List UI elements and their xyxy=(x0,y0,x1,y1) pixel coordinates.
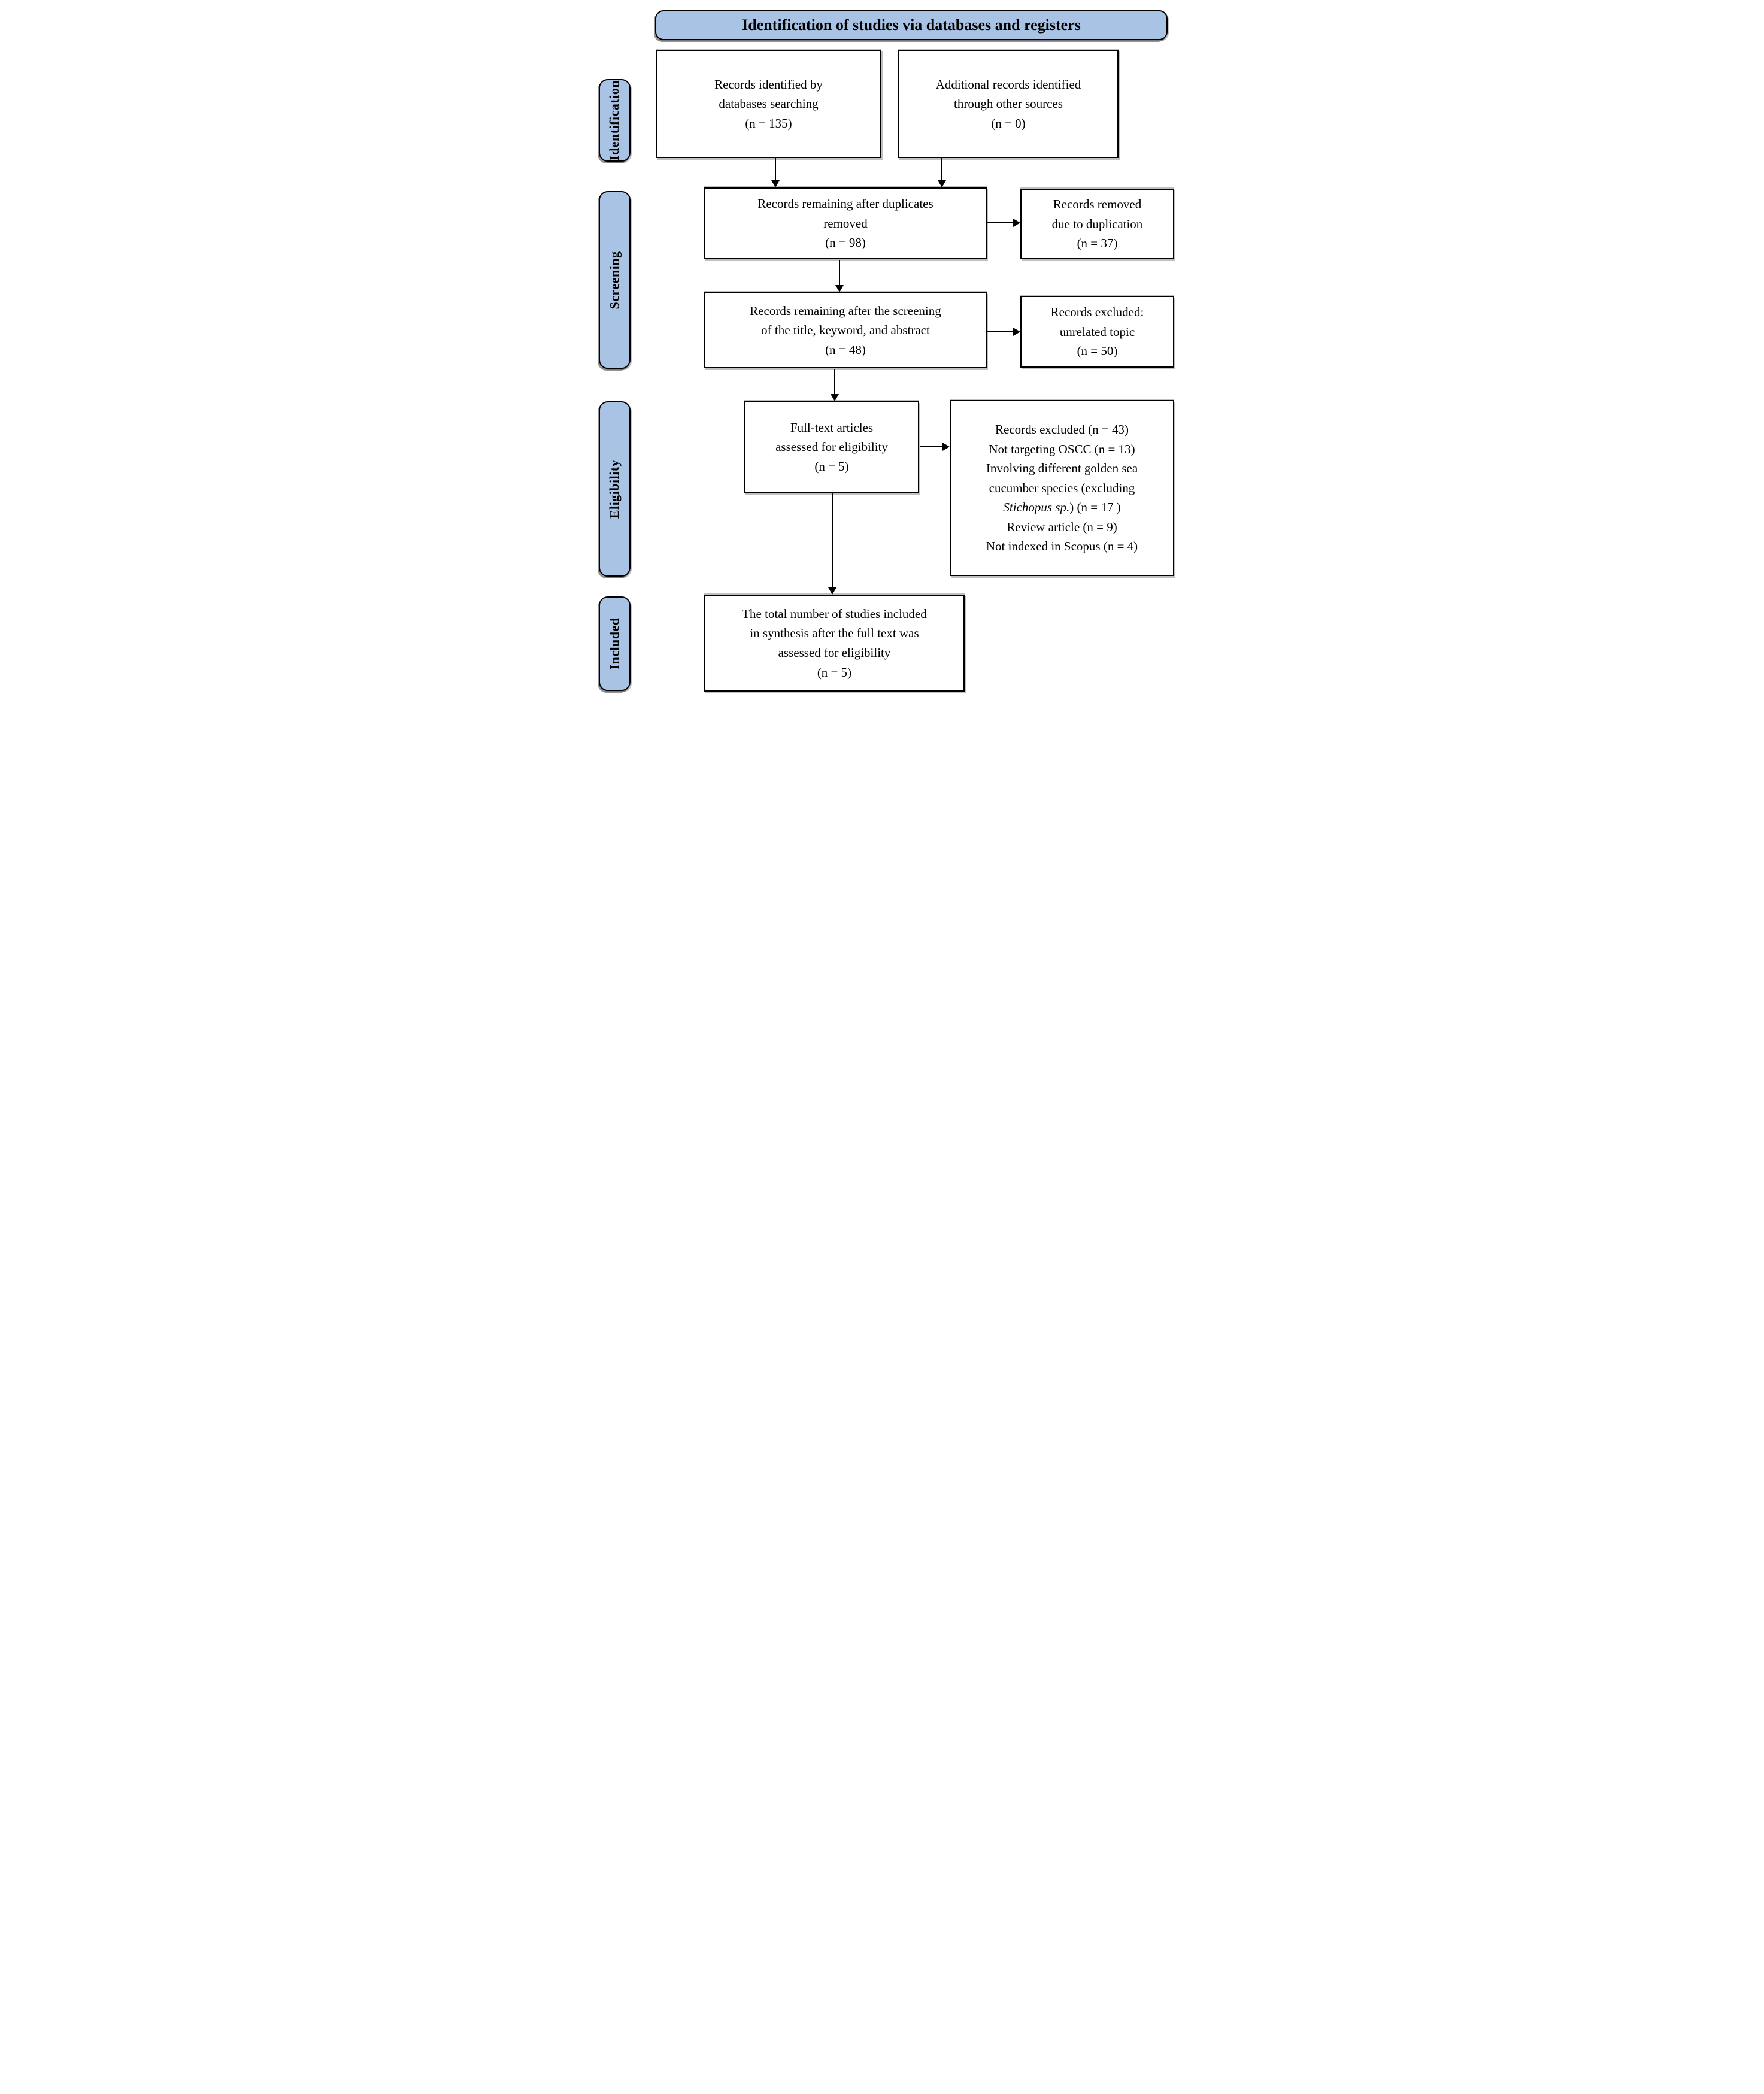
box-additional-records: Additional records identified through ot… xyxy=(898,50,1119,158)
box-removed-duplication: Records removed due to duplication (n = … xyxy=(1020,189,1174,259)
stage-label-eligibility: Eligibility xyxy=(599,401,631,577)
box-excluded-unrelated: Records excluded: unrelated topic (n = 5… xyxy=(1020,296,1174,368)
arrow-additional-to-duplicates-head-icon xyxy=(938,180,946,187)
stage-label-identification: Identification xyxy=(599,79,631,162)
header-title: Identification of studies via databases … xyxy=(742,16,1081,34)
box-records-identified: Records identified by databases searchin… xyxy=(656,50,881,158)
stage-label-identification-text: Identification xyxy=(607,80,622,161)
arrow-records-to-duplicates-head-icon xyxy=(771,180,780,187)
arrow-screening-to-fulltext-head-icon xyxy=(831,394,839,401)
arrow-additional-to-duplicates-line xyxy=(941,158,942,181)
stage-label-included-text: Included xyxy=(607,617,622,670)
stage-label-included: Included xyxy=(599,596,631,691)
stage-label-screening-text: Screening xyxy=(607,251,622,309)
arrow-records-to-duplicates-line xyxy=(775,158,776,181)
stage-label-screening: Screening xyxy=(599,191,631,369)
box-fulltext-excluded: Records excluded (n = 43)Not targeting O… xyxy=(950,400,1174,576)
box-after-screening: Records remaining after the screening of… xyxy=(704,292,987,368)
arrow-screening-excluded-head-icon xyxy=(1013,328,1020,336)
arrow-duplicates-to-screening-head-icon xyxy=(835,285,844,292)
box-after-duplicates: Records remaining after duplicates remov… xyxy=(704,187,987,259)
arrow-duplicates-removed-line xyxy=(987,222,1014,223)
box-included-total: The total number of studies included in … xyxy=(704,595,965,692)
arrow-fulltext-excluded-head-icon xyxy=(942,443,950,451)
arrow-fulltext-to-included-head-icon xyxy=(828,587,836,595)
prisma-flow-diagram: Identification of studies via databases … xyxy=(588,0,1176,698)
arrow-screening-to-fulltext-line xyxy=(834,369,835,395)
header-banner: Identification of studies via databases … xyxy=(655,10,1168,40)
arrow-fulltext-excluded-line xyxy=(920,446,943,447)
arrow-duplicates-removed-head-icon xyxy=(1013,219,1020,227)
arrow-screening-excluded-line xyxy=(987,331,1014,332)
arrow-duplicates-to-screening-line xyxy=(839,260,840,286)
arrow-fulltext-to-included-line xyxy=(832,493,833,588)
box-fulltext-assessed: Full-text articles assessed for eligibil… xyxy=(744,401,919,493)
stage-label-eligibility-text: Eligibility xyxy=(607,459,622,519)
